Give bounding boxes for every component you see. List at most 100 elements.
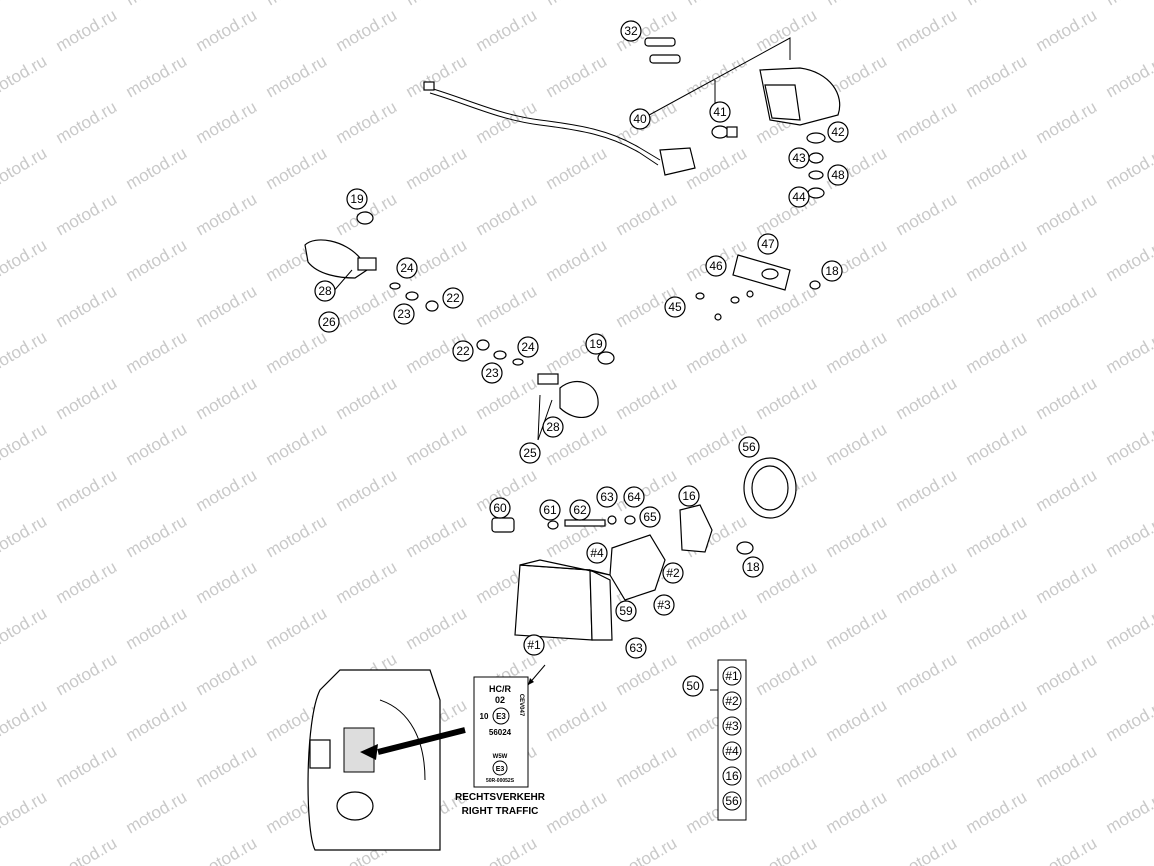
watermark-text: motod.ru <box>893 649 961 699</box>
callout-circle <box>481 362 503 384</box>
watermark-text: motod.ru <box>473 373 541 423</box>
watermark-text: motod.ru <box>613 649 681 699</box>
callout-number: 40 <box>633 112 647 126</box>
watermark-text: motod.ru <box>1033 741 1101 791</box>
watermark-text: motod.ru <box>823 511 891 561</box>
label-approval-mark: E3 <box>496 712 506 721</box>
watermark-text: motod.ru <box>123 695 191 745</box>
label-line-2: 02 <box>495 695 505 705</box>
callout-number: 32 <box>624 24 638 38</box>
watermark-text: motod.ru <box>263 143 331 193</box>
watermark-text: motod.ru <box>333 373 401 423</box>
watermark-text: motod.ru <box>193 465 261 515</box>
callout-number: #2 <box>666 566 680 580</box>
watermark-text: motod.ru <box>193 557 261 607</box>
callout-number: #4 <box>590 546 604 560</box>
legend-circle <box>722 741 742 761</box>
watermark-text: motod.ru <box>753 833 821 866</box>
callout-marker: 63 <box>596 486 618 508</box>
watermark-text: motod.ru <box>1033 649 1101 699</box>
watermark-text: motod.ru <box>893 97 961 147</box>
watermark-text: motod.ru <box>53 649 121 699</box>
watermark-text: motod.ru <box>123 235 191 285</box>
callout-number: 56 <box>742 440 756 454</box>
callout-circle <box>519 442 541 464</box>
watermark-text: motod.ru <box>1103 419 1154 469</box>
watermark-text: motod.ru <box>1033 281 1101 331</box>
callout-circle <box>664 296 686 318</box>
callout-circle <box>705 255 727 277</box>
watermark-text: motod.ru <box>963 235 1031 285</box>
watermark-text: motod.ru <box>473 189 541 239</box>
callout-circle <box>523 634 545 656</box>
watermark-text: motod.ru <box>333 465 401 515</box>
watermark-text: motod.ru <box>893 189 961 239</box>
watermark-text: motod.ru <box>403 603 471 653</box>
label-contents: HC/R 02 10 E3 56024 CEV047 W5W E3 50R-00… <box>455 684 546 817</box>
legend-item: #4 <box>725 744 739 758</box>
callout-number: 63 <box>600 490 614 504</box>
callout-circle <box>585 333 607 355</box>
watermark-text: motod.ru <box>0 511 50 561</box>
watermark-text: motod.ru <box>473 281 541 331</box>
callout-circle <box>489 497 511 519</box>
callout-circle <box>586 542 608 564</box>
homologation-label <box>473 676 529 788</box>
right-indicator <box>476 339 615 418</box>
watermark-text: motod.ru <box>753 373 821 423</box>
callout-marker: 56 <box>738 436 760 458</box>
watermark-text: motod.ru <box>263 603 331 653</box>
watermark-text: motod.ru <box>823 0 891 9</box>
watermark-text: motod.ru <box>0 0 50 9</box>
watermark-text: motod.ru <box>0 787 50 837</box>
callout-marker: 60 <box>489 497 511 519</box>
callout-number: 63 <box>629 641 643 655</box>
callout-marker: 47 <box>757 233 779 255</box>
watermark-text: motod.ru <box>193 189 261 239</box>
callout-marker: 65 <box>639 506 661 528</box>
watermark-text: motod.ru <box>123 603 191 653</box>
watermark-text: motod.ru <box>0 235 50 285</box>
callout-circle <box>596 486 618 508</box>
watermark-text: motod.ru <box>0 695 50 745</box>
watermark-text: motod.ru <box>1103 0 1154 9</box>
label-line-1: HC/R <box>489 684 511 694</box>
watermark-text: motod.ru <box>333 97 401 147</box>
legend-circle <box>722 791 742 811</box>
callout-marker: 19 <box>346 188 368 210</box>
callout-circle <box>639 506 661 528</box>
label-lamp-type: W5W <box>493 754 508 760</box>
watermark-text: motod.ru <box>473 97 541 147</box>
watermark-text: motod.ru <box>543 51 611 101</box>
watermark-text: motod.ru <box>753 741 821 791</box>
watermark-text: motod.ru <box>53 465 121 515</box>
callout-circle <box>539 499 561 521</box>
callout-number: 60 <box>493 501 507 515</box>
callout-marker: 23 <box>481 362 503 384</box>
watermark-text: motod.ru <box>123 419 191 469</box>
callout-marker: 44 <box>788 186 810 208</box>
watermark-text: motod.ru <box>963 0 1031 9</box>
watermark-text: motod.ru <box>613 741 681 791</box>
watermark-text: motod.ru <box>403 419 471 469</box>
callout-number: 61 <box>543 503 557 517</box>
watermark-text: motod.ru <box>1103 511 1154 561</box>
callout-marker: 23 <box>393 303 415 325</box>
callout-marker: 19 <box>585 333 607 355</box>
watermark-text: motod.ru <box>543 235 611 285</box>
callout-marker: 48 <box>827 164 849 186</box>
watermark-text: motod.ru <box>893 833 961 866</box>
watermark-text: motod.ru <box>53 189 121 239</box>
approval-circle-2-icon <box>492 760 508 776</box>
callout-marker: 40 <box>629 108 651 130</box>
watermark-text: motod.ru <box>333 5 401 55</box>
callout-number: 28 <box>318 284 332 298</box>
callout-number: 22 <box>446 291 460 305</box>
callout-marker: #1 <box>523 634 545 656</box>
watermark-text: motod.ru <box>893 465 961 515</box>
callout-marker: 50 <box>682 675 704 697</box>
callout-number: 64 <box>627 490 641 504</box>
watermark-text: motod.ru <box>753 281 821 331</box>
bulb-icon <box>711 125 738 139</box>
